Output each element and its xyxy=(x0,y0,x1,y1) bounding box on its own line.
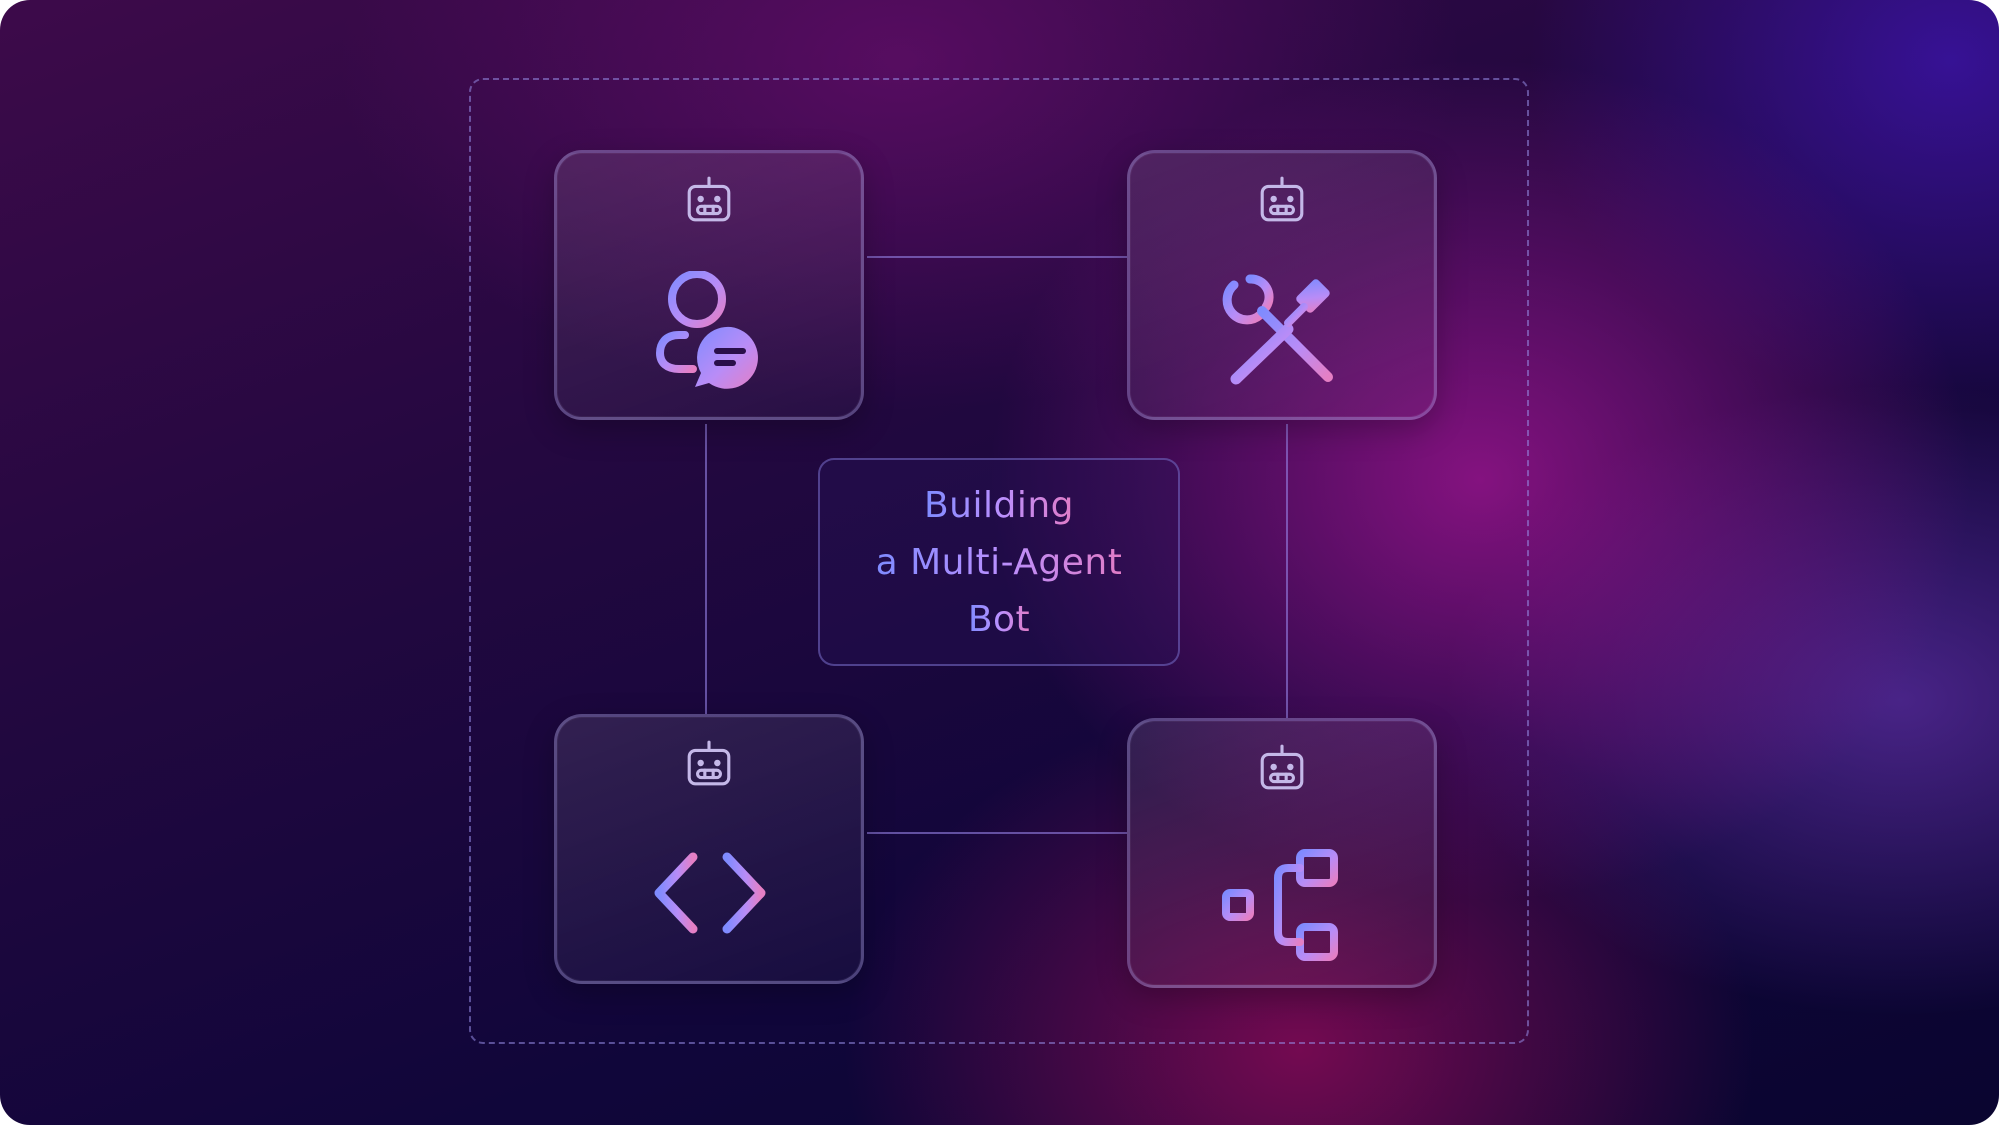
connector-top xyxy=(867,256,1127,258)
agent-card-tools[interactable] xyxy=(1127,150,1437,420)
robot-icon xyxy=(687,740,731,786)
robot-icon xyxy=(1260,744,1304,790)
agent-card-code[interactable] xyxy=(554,714,864,984)
tools-icon xyxy=(1222,274,1333,385)
title-line-2: a Multi-Agent xyxy=(876,534,1123,591)
robot-icon xyxy=(687,176,731,222)
agent-card-user-chat[interactable] xyxy=(554,150,864,420)
title-line-1: Building xyxy=(924,477,1074,534)
robot-icon xyxy=(1260,176,1304,222)
connector-bottom xyxy=(867,832,1127,834)
agent-group-frame xyxy=(469,78,1529,1044)
title-box: Building a Multi-Agent Bot xyxy=(818,458,1180,666)
connector-left xyxy=(705,424,707,714)
agent-card-hierarchy[interactable] xyxy=(1127,718,1437,988)
code-icon xyxy=(654,852,766,934)
hierarchy-icon xyxy=(1222,849,1338,961)
connector-right xyxy=(1286,424,1288,718)
title-line-3: Bot xyxy=(968,591,1030,648)
user-chat-icon xyxy=(655,271,758,389)
